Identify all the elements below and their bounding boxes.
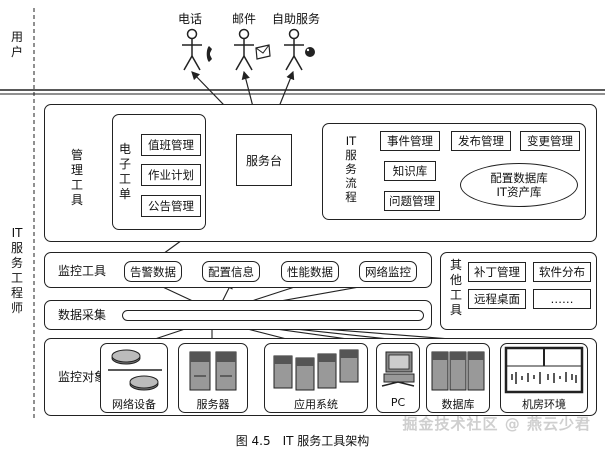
management-tools-label: 管理工具 [70,148,83,207]
network-device-icon [108,349,162,391]
user-figure-icon [284,28,304,71]
user-row-label: 用户 [10,30,23,59]
mouse-icon [305,47,315,57]
database-icon [431,351,485,391]
user-figure-icon [234,28,254,71]
other-tools-label: 其他工具 [449,258,462,317]
cmdb-ellipse: 配置数据库 IT资产库 [460,163,578,207]
network-monitor-box: 网络监控 [359,261,417,282]
duty-management-box: 值班管理 [141,134,201,156]
incident-management-box: 事件管理 [380,131,440,151]
it-service-process-label: IT服务流程 [345,134,357,204]
alarm-data-box: 告警数据 [124,261,182,282]
problem-management-box: 问题管理 [384,191,440,211]
channel-label-phone: 电话 [178,12,203,26]
monitored-objects-label: 监控对象 [58,370,107,384]
data-collection-bus [122,310,424,321]
pc-icon [381,351,415,387]
config-info-box: 配置信息 [202,261,260,282]
network-device-label: 网络设备 [112,398,156,411]
patch-management-box: 补丁管理 [468,262,526,282]
database-label: 数据库 [441,398,475,411]
channel-label-selfservice: 自助服务 [272,12,321,26]
phone-icon [206,46,212,62]
performance-data-box: 性能数据 [281,261,339,282]
server-label: 服务器 [196,398,230,411]
data-collection-panel [44,300,432,330]
software-distribution-box: 软件分布 [533,262,591,282]
knowledge-base-box: 知识库 [384,161,436,181]
figure-caption: 图 4.5 IT 服务工具架构 [235,434,370,448]
datacenter-environment-label: 机房环境 [522,398,566,411]
job-plan-box: 作业计划 [141,164,201,186]
service-desk-box: 服务台 [236,134,292,186]
change-management-box: 变更管理 [520,131,580,151]
e-ticket-label: 电子工单 [118,142,131,201]
datacenter-environment-icon [504,346,584,394]
announcement-management-box: 公告管理 [141,195,201,217]
application-system-icon [273,349,359,391]
channel-label-email: 邮件 [232,12,257,26]
server-icon [189,351,237,391]
watermark: 掘金技术社区 @ 燕云少君 [402,415,591,433]
user-figure-icon [182,28,202,71]
cmdb-label: 配置数据库 [490,171,548,185]
ellipsis-box: …… [533,289,591,309]
it-engineer-label: IT服务工程师 [10,226,23,315]
monitoring-tools-label: 监控工具 [58,264,107,278]
data-collection-label: 数据采集 [58,308,107,322]
envelope-icon [255,44,271,60]
it-asset-label: IT资产库 [496,185,542,199]
remote-desktop-box: 远程桌面 [468,289,526,309]
pc-label: PC [390,396,406,409]
release-management-box: 发布管理 [451,131,511,151]
application-system-label: 应用系统 [294,398,338,411]
